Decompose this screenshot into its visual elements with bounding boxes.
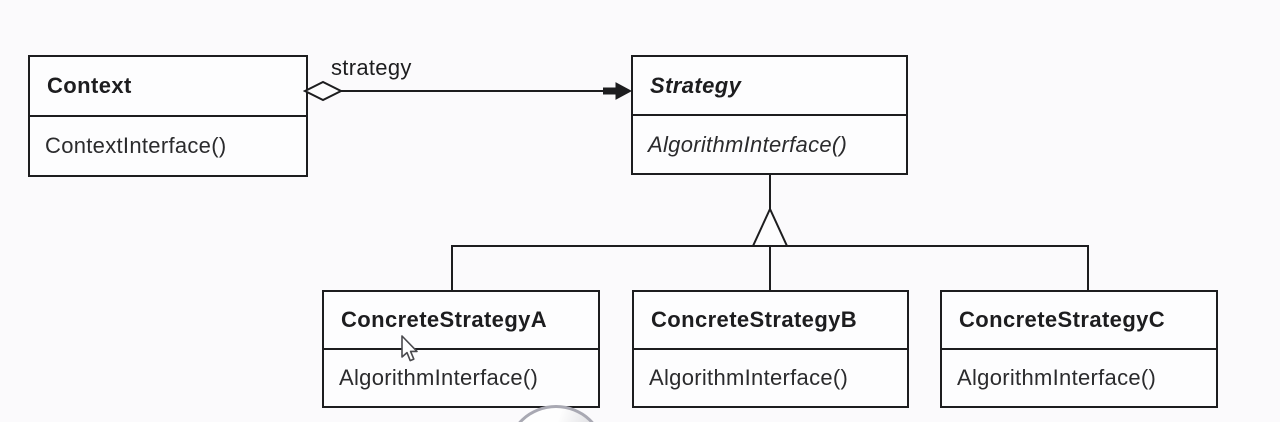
generalization-drop-line-c [1087, 245, 1089, 290]
class-name-strategy: Strategy [633, 57, 906, 116]
generalization-drop-line-b [769, 247, 771, 290]
class-name-concrete-strategy-c: ConcreteStrategyC [942, 292, 1216, 350]
class-method-concrete-strategy-c: AlgorithmInterface() [957, 365, 1157, 390]
class-box-concrete-strategy-c: ConcreteStrategyC AlgorithmInterface() [940, 290, 1218, 408]
class-method-concrete-strategy-b: AlgorithmInterface() [649, 365, 849, 390]
association-arrowhead-icon [603, 82, 632, 100]
aggregation-diamond-icon [303, 80, 343, 102]
class-box-strategy: Strategy AlgorithmInterface() [631, 55, 908, 175]
class-box-concrete-strategy-b: ConcreteStrategyB AlgorithmInterface() [632, 290, 909, 408]
class-name-concrete-strategy-b: ConcreteStrategyB [634, 292, 907, 350]
generalization-horizontal-line [451, 245, 1089, 247]
class-method-strategy: AlgorithmInterface() [648, 131, 848, 157]
generalization-drop-line-a [451, 245, 453, 290]
class-box-context: Context ContextInterface() [28, 55, 308, 177]
class-name-concrete-strategy-a: ConcreteStrategyA [324, 292, 598, 350]
class-box-concrete-strategy-a: ConcreteStrategyA AlgorithmInterface() [322, 290, 600, 408]
association-label: strategy [331, 55, 412, 80]
class-method-concrete-strategy-a: AlgorithmInterface() [339, 365, 539, 390]
mouse-cursor-icon [401, 335, 418, 362]
generalization-stem-line [769, 175, 771, 211]
class-method-context: ContextInterface() [45, 133, 227, 158]
generalization-triangle-icon [751, 207, 789, 247]
aggregation-association-line [338, 90, 608, 92]
class-name-context: Context [30, 57, 306, 117]
